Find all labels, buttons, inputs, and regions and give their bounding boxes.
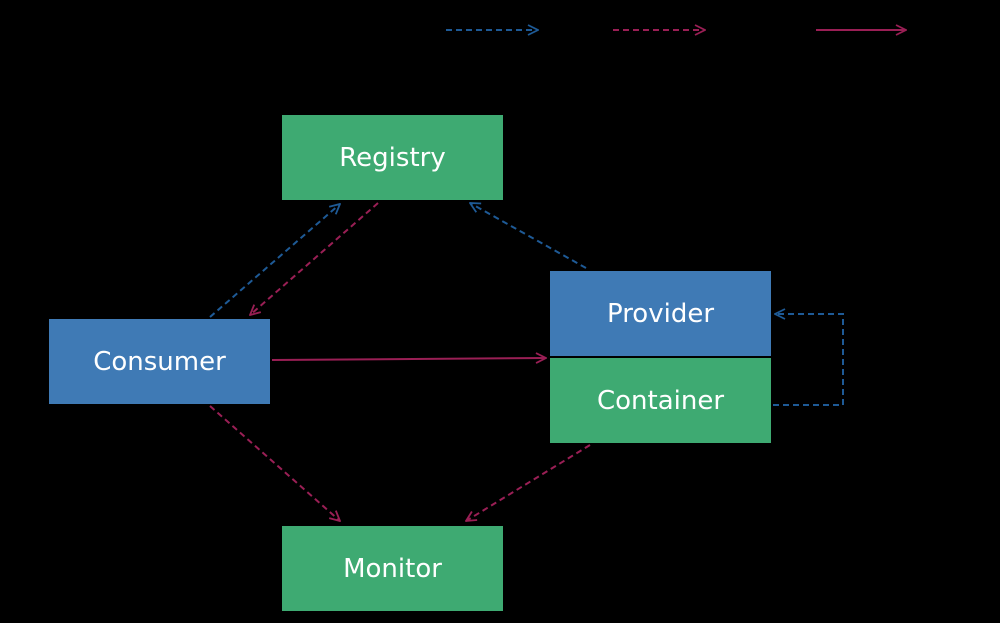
edge-registry-to-consumer [250,202,379,315]
edge-container-to-monitor [466,444,591,521]
registry-label: Registry [339,142,446,173]
consumer-node: Consumer [49,319,270,404]
edges [209,202,844,521]
edge-consumer-to-container [271,358,546,360]
monitor-node: Monitor [282,526,503,611]
edge-consumer-to-monitor [209,405,340,521]
registry-node: Registry [282,115,503,200]
consumer-label: Consumer [93,346,226,377]
edge-provider-to-registry [470,203,587,269]
container-node: Container [550,358,771,443]
monitor-label: Monitor [343,553,442,584]
edge-consumer-to-registry [209,204,340,318]
edge-container-to-provider [773,314,844,406]
provider-label: Provider [606,298,715,329]
container-label: Container [596,385,725,416]
provider-node: Provider [550,271,771,356]
